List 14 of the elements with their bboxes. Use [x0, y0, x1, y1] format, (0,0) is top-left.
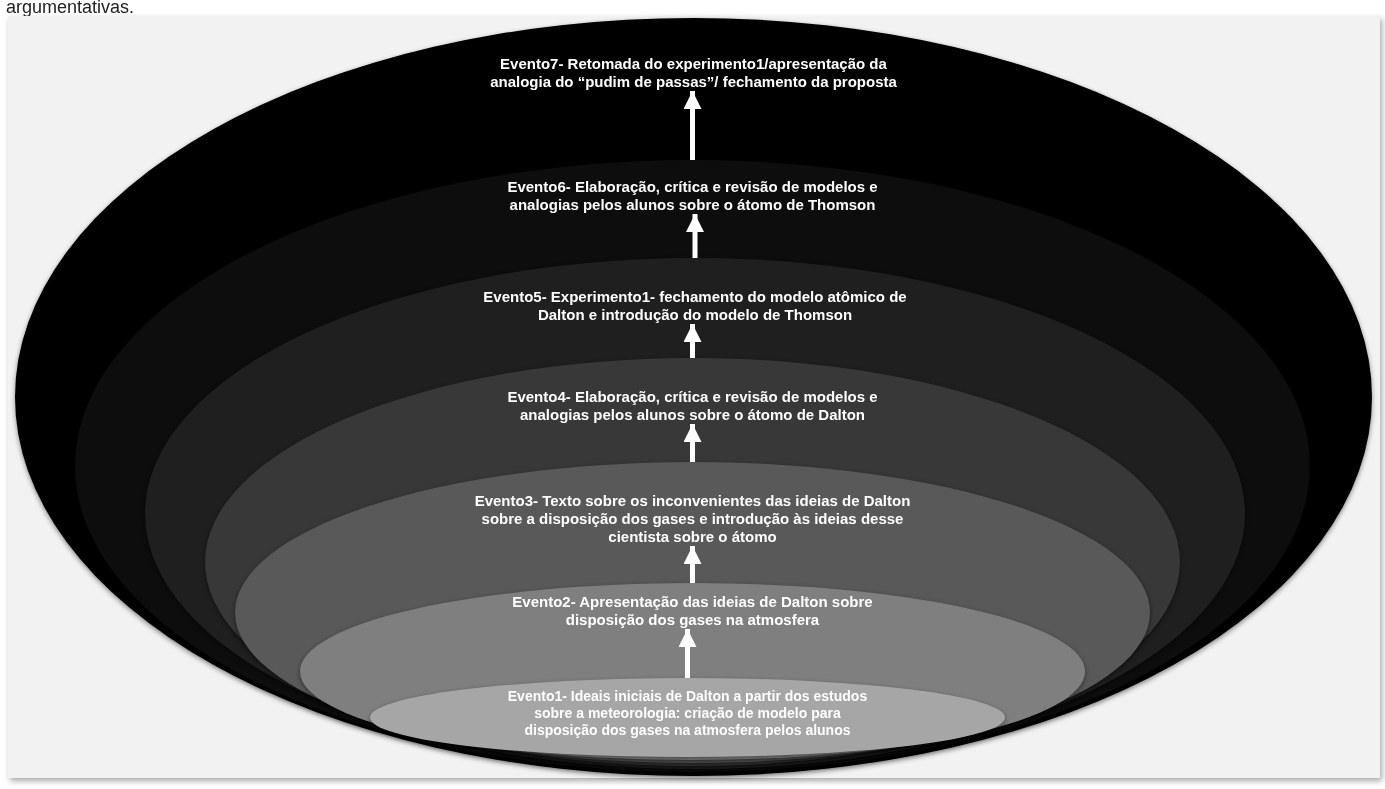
- arrow: [678, 629, 697, 678]
- caption-fragment: argumentativas.: [6, 0, 135, 17]
- event-text: Evento6- Elaboração, crítica e revisão de modelos e analogias pelos alunos sobre o átomo de Thomson: [506, 178, 879, 214]
- arrow: [686, 214, 704, 258]
- arrow: [683, 424, 702, 462]
- event-text: Evento2- Apresentação das ideias de Dalton sobre disposição dos gases na atmosfera: [511, 593, 874, 629]
- arrow: [683, 324, 702, 358]
- event-text: Evento4- Elaboração, crítica e revisão de modelos e analogias pelos alunos sobre o átomo de Dalton: [506, 388, 879, 424]
- event-text: Evento5- Experimento1- fechamento do modelo atômico de Dalton e introdução do modelo de Thomson: [482, 288, 908, 324]
- event-text: Evento7- Retomada do experimento1/apresentação da analogia do “pudim de passas”/ fechamento da proposta: [489, 55, 898, 91]
- event-text: Evento3- Texto sobre os inconvenientes das ideias de Dalton sobre a disposição dos gases e introdução às ideias desse cientista sobre o átomo: [473, 492, 912, 546]
- event-text: Evento1- Ideais iniciais de Dalton a partir dos estudos sobre a meteorologia: criação de modelo para disposição dos gases na atmosfera pelos alunos: [507, 688, 868, 739]
- arrow: [683, 546, 702, 583]
- arrow: [683, 91, 702, 160]
